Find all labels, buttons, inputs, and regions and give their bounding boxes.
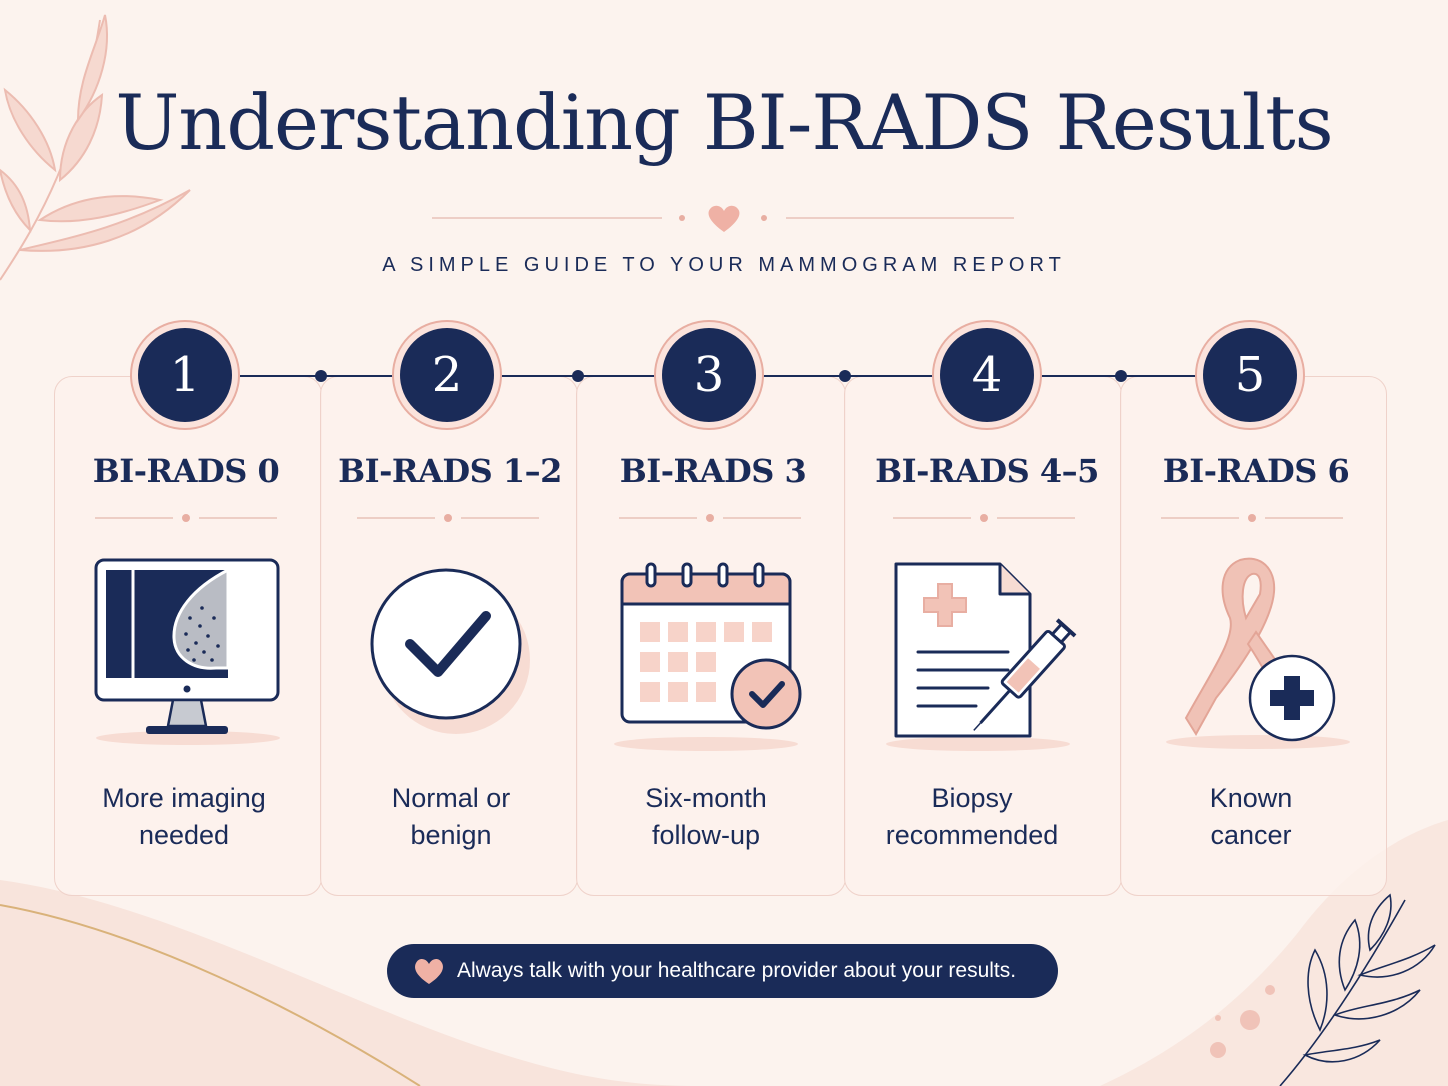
step-divider-3 [619, 514, 801, 522]
step-divider-1 [95, 514, 277, 522]
provider-notice-banner: Always talk with your healthcare provide… [387, 944, 1058, 998]
leaf-branch-bottom-right-icon [1279, 893, 1436, 1086]
step-category-2: BI-RADS 1–2 [338, 452, 562, 490]
step-category-5: BI-RADS 6 [1162, 452, 1350, 490]
title-divider [432, 205, 1014, 232]
monitor-mammogram-icon [94, 558, 280, 745]
step-divider-2 [357, 514, 539, 522]
step-category-3: BI-RADS 3 [619, 452, 807, 490]
checkmark-circle-icon [370, 568, 530, 734]
pink-ribbon-icon [1166, 557, 1350, 749]
step-category-1: BI-RADS 0 [92, 452, 280, 490]
calendar-check-icon [614, 562, 802, 751]
step-number-4: 4 [940, 328, 1034, 422]
step-category-4: BI-RADS 4–5 [875, 452, 1099, 490]
page-title: Understanding BI-RADS Results [115, 78, 1333, 167]
step-divider-5 [1161, 514, 1343, 522]
heart-icon [415, 958, 443, 984]
step-number-1: 1 [138, 328, 232, 422]
step-number-5: 5 [1203, 328, 1297, 422]
provider-notice-text: Always talk with your healthcare provide… [457, 959, 1017, 982]
page-subtitle: A SIMPLE GUIDE TO YOUR MAMMOGRAM REPORT [382, 254, 1066, 276]
heart-icon [708, 205, 740, 232]
step-divider-4 [893, 514, 1075, 522]
leaf-branch-top-left-icon [0, 14, 191, 281]
step-number-2: 2 [400, 328, 494, 422]
step-number-3: 3 [662, 328, 756, 422]
document-syringe-icon [886, 562, 1077, 751]
